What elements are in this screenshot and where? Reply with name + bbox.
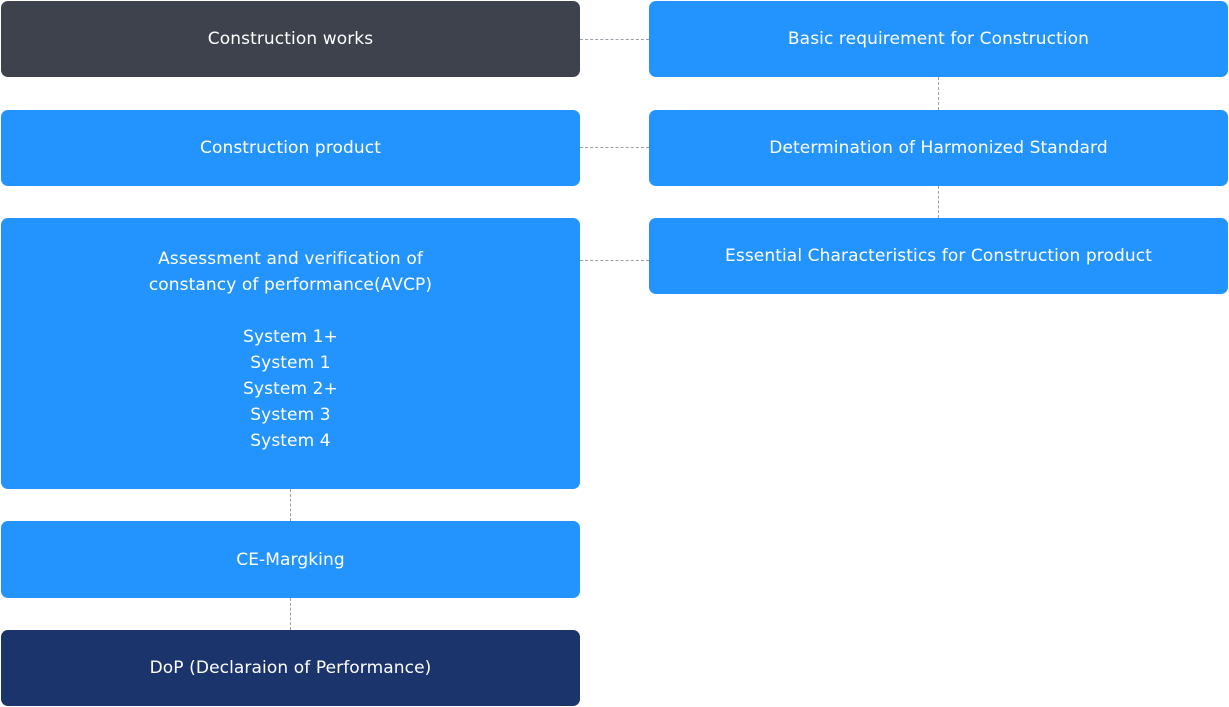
connector-works-basic — [580, 39, 649, 40]
avcp-system-item: System 2+ — [243, 379, 338, 399]
basic-requirement-box: Basic requirement for Construction — [649, 1, 1228, 77]
construction-product-box: Construction product — [1, 110, 580, 186]
harmonized-standard-label: Determination of Harmonized Standard — [769, 138, 1108, 158]
ce-marking-label: CE-Margking — [236, 549, 345, 570]
connector-avcp-ce — [290, 489, 291, 521]
connector-harmonized-essential — [938, 186, 939, 218]
connector-basic-harmonized — [938, 77, 939, 110]
construction-product-label: Construction product — [199, 138, 382, 158]
avcp-system-item: System 4 — [250, 431, 331, 451]
essential-characteristics-box: Essential Characteristics for Constructi… — [649, 218, 1228, 294]
dop-box: DoP (Declaraion of Performance) — [1, 630, 580, 706]
connector-product-harmonized — [580, 147, 649, 148]
avcp-system-list: System 1+ System 1 System 2+ System 3 Sy… — [243, 324, 338, 454]
construction-works-box: Construction works — [1, 1, 580, 77]
harmonized-standard-box: Determination of Harmonized Standard — [649, 110, 1228, 186]
ce-marking-box: CE-Margking — [1, 521, 580, 598]
connector-ce-dop — [290, 598, 291, 630]
basic-requirement-label: Basic requirement for Construction — [787, 29, 1090, 49]
avcp-system-item: System 1+ — [243, 327, 338, 347]
avcp-box: Assessment and verification of constancy… — [1, 218, 580, 489]
avcp-system-item: System 3 — [250, 405, 331, 425]
dop-label: DoP (Declaraion of Performance) — [149, 658, 432, 678]
avcp-system-item: System 1 — [250, 353, 331, 373]
essential-characteristics-label: Essential Characteristics for Constructi… — [725, 246, 1152, 266]
construction-works-label: Construction works — [207, 29, 374, 49]
avcp-title: Assessment and verification of constancy… — [148, 249, 433, 295]
connector-avcp-essential — [580, 260, 649, 261]
